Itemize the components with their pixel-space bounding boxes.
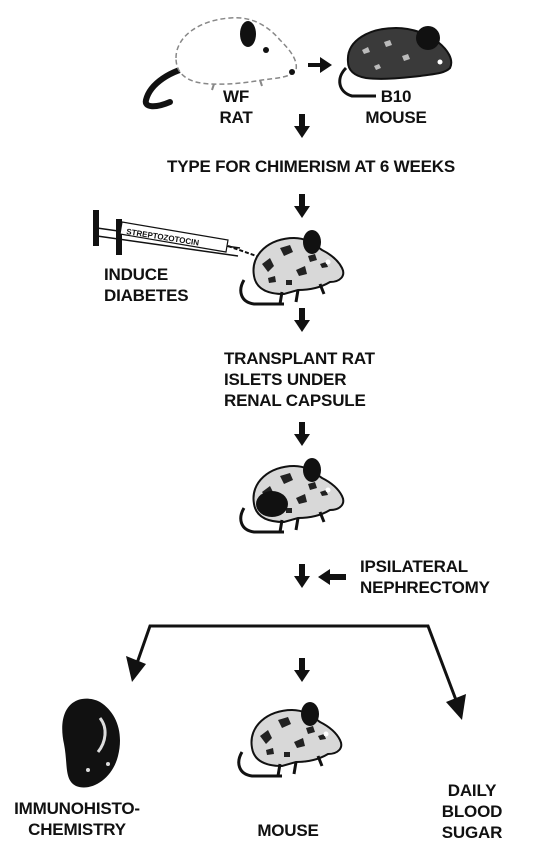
wf-rat-label: WF RAT <box>212 86 260 128</box>
outcome-mouse-illustration <box>239 702 341 776</box>
immunohisto-line2: CHEMISTRY <box>4 819 150 840</box>
diabetic-mouse-illustration <box>241 230 343 304</box>
arrow-down-5 <box>294 564 310 588</box>
blood-sugar-line3: SUGAR <box>436 822 508 843</box>
induce-diabetes-label: INDUCE DIABETES <box>104 264 214 306</box>
immunohistochemistry-label: IMMUNOHISTO- CHEMISTRY <box>4 798 150 840</box>
induce-line2: DIABETES <box>104 285 214 306</box>
blood-sugar-line1: DAILY <box>436 780 508 801</box>
b10-mouse-line2: MOUSE <box>350 107 442 128</box>
b10-mouse-label: B10 MOUSE <box>350 86 442 128</box>
transplant-line2: ISLETS UNDER <box>224 369 380 390</box>
arrow-down-3 <box>294 308 310 332</box>
daily-blood-sugar-label: DAILY BLOOD SUGAR <box>436 780 508 843</box>
transplanted-mouse-illustration <box>241 458 343 532</box>
arrow-down-1 <box>294 114 310 138</box>
nephrectomy-label: IPSILATERAL NEPHRECTOMY <box>360 556 532 598</box>
wf-rat-line1: WF <box>212 86 260 107</box>
syringe-illustration: STREPTOZOTOCIN <box>93 210 262 258</box>
wf-rat-line2: RAT <box>212 107 260 128</box>
transplant-line1: TRANSPLANT RAT <box>224 348 380 369</box>
arrow-down-2 <box>294 194 310 218</box>
transplant-islets-label: TRANSPLANT RAT ISLETS UNDER RENAL CAPSUL… <box>224 348 380 411</box>
arrow-down-4 <box>294 422 310 446</box>
transplant-line3: RENAL CAPSULE <box>224 390 380 411</box>
kidney-illustration <box>62 699 120 788</box>
b10-mouse-line1: B10 <box>350 86 442 107</box>
immunohisto-line1: IMMUNOHISTO- <box>4 798 150 819</box>
nephrectomy-line2: NEPHRECTOMY <box>360 577 532 598</box>
arrow-down-6 <box>294 658 310 682</box>
blood-sugar-line2: BLOOD <box>436 801 508 822</box>
nephrectomy-line1: IPSILATERAL <box>360 556 532 577</box>
induce-line1: INDUCE <box>104 264 214 285</box>
arrow-right-rat-to-mouse <box>308 57 332 73</box>
arrow-left-nephrectomy <box>318 569 346 585</box>
type-chimerism-label: TYPE FOR CHIMERISM AT 6 WEEKS <box>130 156 492 177</box>
mouse-outcome-label: MOUSE <box>248 820 328 841</box>
